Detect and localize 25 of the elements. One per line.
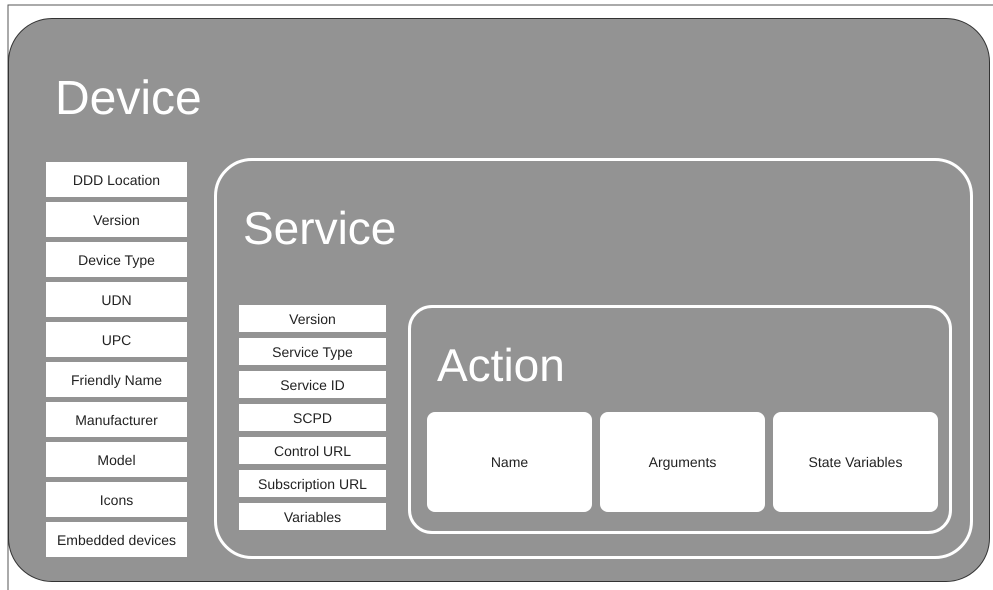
property-card: Name (427, 412, 592, 512)
property-box: Service ID (239, 371, 386, 398)
property-box: Version (46, 202, 187, 237)
property-box: Device Type (46, 242, 187, 277)
property-box: Control URL (239, 437, 386, 464)
property-box: Subscription URL (239, 470, 386, 497)
property-box: UDN (46, 282, 187, 317)
container-title: Action (437, 342, 565, 388)
property-box: UPC (46, 322, 187, 357)
property-card: State Variables (773, 412, 938, 512)
property-card: Arguments (600, 412, 765, 512)
action-container (408, 305, 952, 534)
service-container (214, 158, 973, 559)
property-box: Variables (239, 503, 386, 530)
property-box: Embedded devices (46, 522, 187, 557)
property-box: Manufacturer (46, 402, 187, 437)
property-box: Version (239, 305, 386, 332)
container-title: Device (55, 75, 202, 123)
container-title: Service (243, 205, 396, 251)
property-box: Friendly Name (46, 362, 187, 397)
property-box: Icons (46, 482, 187, 517)
property-box: Service Type (239, 338, 386, 365)
property-box: SCPD (239, 404, 386, 431)
property-box: DDD Location (46, 162, 187, 197)
property-box: Model (46, 442, 187, 477)
